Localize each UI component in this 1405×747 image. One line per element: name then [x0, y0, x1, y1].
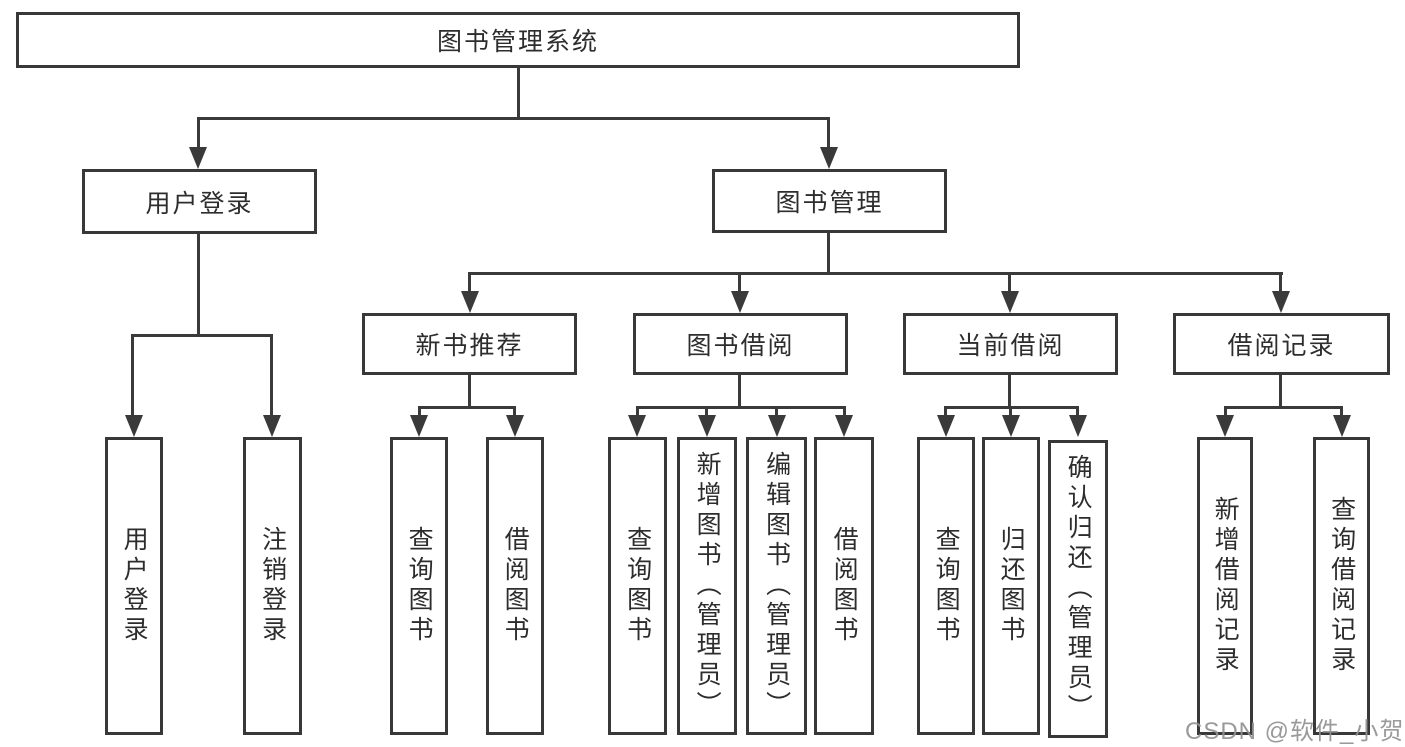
node-label: 新增图书（管理员）	[693, 451, 722, 721]
arrowhead-icon	[1333, 415, 1351, 437]
arrowhead-icon	[1002, 415, 1020, 437]
node-user-login: 用户登录	[82, 169, 317, 234]
node-label: 编辑图书（管理员）	[762, 451, 791, 721]
connector-vline	[197, 234, 200, 336]
node-label: 查询图书	[405, 526, 434, 646]
node-current-borrowing: 当前借阅	[903, 313, 1118, 375]
connector-vline	[197, 117, 200, 150]
arrowhead-icon	[698, 415, 716, 437]
node-label: 图书管理系统	[436, 28, 599, 56]
connector-vline	[468, 375, 471, 408]
arrowhead-icon	[1001, 291, 1019, 313]
connector-vline	[517, 68, 520, 118]
node-label: 当前借阅	[956, 332, 1065, 360]
leaf-query-books-recommend: 查询图书	[390, 437, 448, 735]
node-label: 用户登录	[120, 526, 149, 646]
connector-vline	[705, 406, 708, 418]
arrowhead-icon	[937, 415, 955, 437]
arrowhead-icon	[820, 147, 838, 169]
connector-vline	[1009, 406, 1012, 418]
connector-vline	[1008, 375, 1011, 408]
node-library-system: 图书管理系统	[16, 12, 1020, 68]
leaf-add-books-admin: 新增图书（管理员）	[677, 437, 737, 735]
node-label: 图书管理	[775, 189, 884, 217]
arrowhead-icon	[628, 415, 646, 437]
arrowhead-icon	[835, 415, 853, 437]
connector-vline	[131, 334, 134, 418]
node-label: 查询图书	[623, 526, 652, 646]
leaf-confirm-return-admin: 确认归还（管理员）	[1048, 440, 1108, 738]
leaf-edit-books-admin: 编辑图书（管理员）	[746, 437, 807, 735]
leaf-return-books: 归还图书	[982, 437, 1040, 735]
node-label: 新增借阅记录	[1211, 496, 1240, 676]
connector-vline	[636, 406, 639, 418]
connector-vline	[1279, 272, 1282, 294]
leaf-borrow-books-borrowing: 借阅图书	[814, 437, 874, 735]
node-label: 图书借阅	[686, 332, 795, 360]
connector-hline	[636, 406, 846, 409]
connector-vline	[513, 406, 516, 418]
leaf-query-borrow-record: 查询借阅记录	[1313, 437, 1370, 735]
leaf-add-borrow-record: 新增借阅记录	[1197, 437, 1253, 735]
node-label: 确认归还（管理员）	[1064, 454, 1093, 724]
connector-vline	[1279, 375, 1282, 408]
node-book-borrowing: 图书借阅	[633, 313, 848, 375]
node-label: 新书推荐	[415, 332, 524, 360]
connector-vline	[827, 233, 830, 275]
arrowhead-icon	[1069, 415, 1087, 437]
connector-vline	[1224, 406, 1227, 418]
leaf-borrow-books-recommend: 借阅图书	[486, 437, 544, 735]
arrowhead-icon	[410, 415, 428, 437]
connector-vline	[843, 406, 846, 418]
connector-vline	[418, 406, 421, 418]
arrowhead-icon	[1216, 415, 1234, 437]
arrowhead-icon	[125, 415, 143, 437]
connector-hline	[197, 117, 830, 120]
node-borrowing-records: 借阅记录	[1173, 313, 1390, 375]
arrowhead-icon	[506, 415, 524, 437]
arrowhead-icon	[731, 291, 749, 313]
node-book-management: 图书管理	[712, 169, 947, 233]
connector-vline	[827, 117, 830, 150]
arrowhead-icon	[1272, 291, 1290, 313]
node-new-book-recommend: 新书推荐	[362, 313, 577, 375]
node-label: 借阅图书	[501, 526, 530, 646]
leaf-logout: 注销登录	[243, 437, 302, 735]
connector-vline	[270, 334, 273, 418]
leaf-user-login: 用户登录	[105, 437, 163, 735]
arrowhead-icon	[263, 415, 281, 437]
node-label: 查询图书	[932, 526, 961, 646]
connector-vline	[1008, 272, 1011, 294]
arrowhead-icon	[461, 291, 479, 313]
leaf-query-books-borrowing: 查询图书	[608, 437, 667, 735]
csdn-watermark: CSDN @软件_小贺同学	[1185, 718, 1405, 745]
connector-vline	[944, 406, 947, 418]
connector-hline	[1224, 406, 1343, 409]
arrowhead-icon	[189, 147, 207, 169]
connector-hline	[418, 406, 516, 409]
node-label: 查询借阅记录	[1327, 496, 1356, 676]
node-label: 借阅图书	[830, 526, 859, 646]
connector-vline	[1340, 406, 1343, 418]
connector-vline	[1076, 406, 1079, 418]
connector-vline	[738, 375, 741, 408]
connector-vline	[468, 272, 471, 294]
connector-vline	[775, 406, 778, 418]
connector-hline	[131, 334, 273, 337]
connector-hline	[468, 272, 1283, 275]
node-label: 借阅记录	[1227, 332, 1336, 360]
node-label: 注销登录	[258, 526, 287, 646]
node-label: 用户登录	[145, 189, 254, 218]
arrowhead-icon	[768, 415, 786, 437]
leaf-query-books-current: 查询图书	[917, 437, 975, 735]
node-label: 归还图书	[997, 526, 1026, 646]
connector-vline	[738, 272, 741, 294]
